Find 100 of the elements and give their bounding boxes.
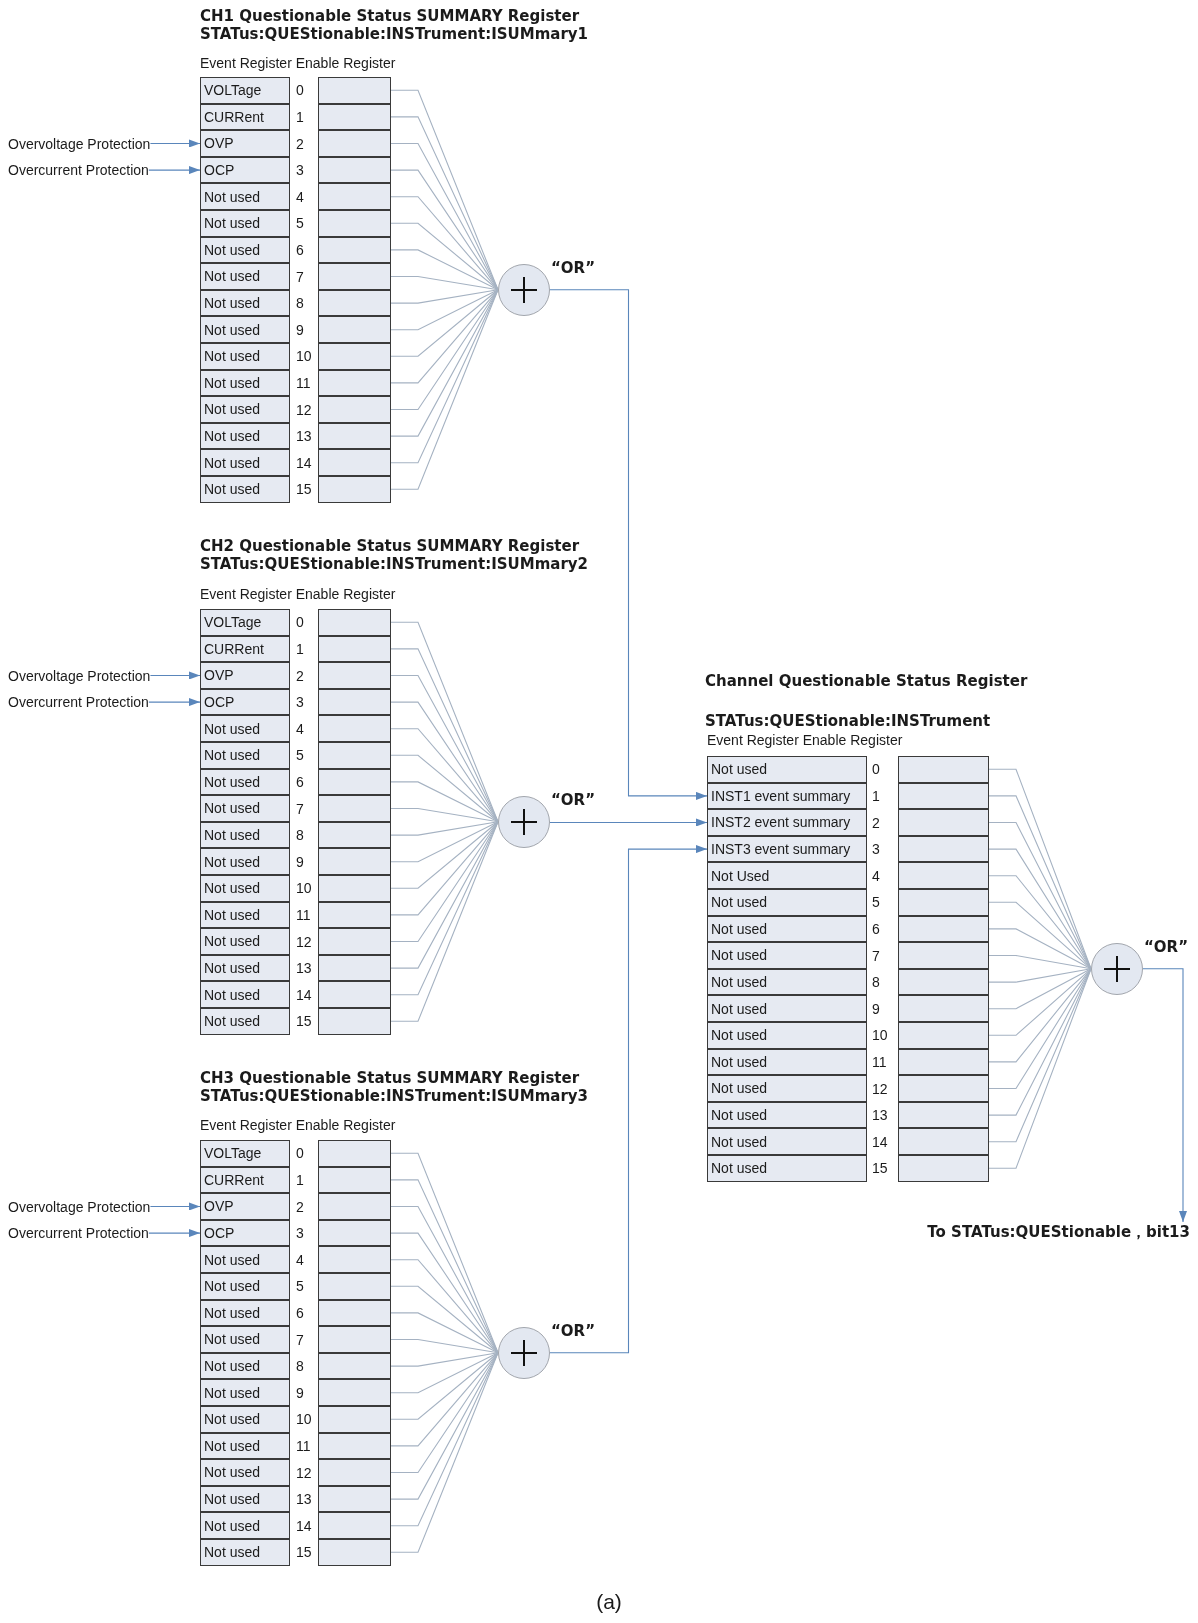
- bit-number: 13: [296, 1491, 312, 1508]
- enable-register-bit: [898, 1048, 989, 1076]
- connector-line: [390, 807, 499, 823]
- bit-number: 5: [296, 747, 304, 764]
- enable-register-bit: [318, 1379, 391, 1406]
- column-header: Event Register Enable Register: [200, 1117, 396, 1133]
- event-register-bit: Not used: [200, 1432, 290, 1460]
- enable-register-bit: [898, 1022, 989, 1049]
- event-register-bit: VOLTage: [200, 77, 290, 104]
- event-register-bit: Not used: [200, 289, 290, 317]
- event-register-bit: VOLTage: [200, 609, 290, 636]
- event-register-bit: Not used: [200, 742, 290, 769]
- arrow: [149, 671, 201, 680]
- bit-number: 0: [872, 761, 880, 778]
- enable-register-bit: [318, 1299, 391, 1327]
- connector-line: [390, 289, 499, 331]
- enable-register-bit: [898, 1155, 989, 1182]
- bit-number: 10: [296, 1411, 312, 1428]
- or-gate: [498, 263, 550, 316]
- enable-register-bit: [318, 156, 391, 184]
- bit-number: 3: [872, 841, 880, 858]
- signal-label: Overvoltage Protection: [8, 1198, 151, 1215]
- bit-number: 7: [296, 1331, 304, 1348]
- connector-line: [390, 289, 499, 357]
- connector-line: [390, 222, 499, 291]
- enable-register-bit: [898, 1128, 989, 1155]
- connector-line: [988, 954, 1092, 970]
- bit-number: 8: [872, 974, 880, 991]
- event-register-bit: CURRent: [200, 1166, 290, 1194]
- bit-number: 14: [296, 986, 312, 1003]
- enable-register-bit: [318, 289, 391, 317]
- event-register-bit: CURRent: [200, 635, 290, 663]
- event-register-bit: Not used: [707, 1075, 867, 1102]
- event-register-bit: Not used: [200, 422, 290, 450]
- event-register-bit: Not used: [200, 875, 290, 902]
- bit-number: 15: [296, 1544, 312, 1561]
- bit-number: 9: [296, 1384, 304, 1401]
- event-register-bit: Not used: [707, 756, 867, 783]
- enable-register-bit: [898, 889, 989, 916]
- event-register-bit: Not used: [200, 795, 290, 822]
- enable-register-bit: [318, 1219, 391, 1247]
- arrow: [1142, 968, 1187, 1223]
- register-command: STATus:QUEStionable:INSTrument:ISUMmary3: [200, 1087, 589, 1105]
- bit-number: 13: [872, 1107, 888, 1124]
- connector-line: [988, 968, 1092, 1063]
- event-register-bit: Not used: [200, 183, 290, 210]
- enable-register-bit: [318, 1326, 391, 1353]
- enable-register-bit: [898, 915, 989, 943]
- event-register-bit: Not used: [200, 1008, 290, 1035]
- event-register-bit: OVP: [200, 1193, 290, 1220]
- register-title: CH1 Questionable Status SUMMARY Register: [200, 7, 580, 25]
- bit-number: 12: [296, 1464, 312, 1481]
- bit-number: 6: [296, 241, 304, 258]
- register-title: Channel Questionable Status Register: [705, 672, 1028, 690]
- enable-register-bit: [318, 795, 391, 822]
- arrow: [549, 845, 708, 1354]
- enable-register-bit: [318, 635, 391, 663]
- bit-number: 10: [296, 880, 312, 897]
- bit-number: 11: [872, 1053, 887, 1070]
- column-header: Event Register Enable Register: [200, 586, 396, 602]
- event-register-bit: Not used: [200, 476, 290, 503]
- bit-number: 9: [872, 1000, 880, 1017]
- event-register-bit: Not used: [200, 1512, 290, 1539]
- event-register-bit: Not used: [707, 995, 867, 1022]
- event-register-bit: Not used: [200, 1273, 290, 1300]
- connector-line: [988, 968, 1092, 983]
- connector-line: [390, 249, 499, 291]
- event-register-bit: Not Used: [707, 862, 867, 889]
- signal-label: Overvoltage Protection: [8, 135, 151, 152]
- event-register-bit: CURRent: [200, 103, 290, 131]
- enable-register-bit: [318, 1193, 391, 1220]
- bit-number: 6: [872, 920, 880, 937]
- bit-number: 12: [872, 1080, 888, 1097]
- event-register-bit: Not used: [200, 449, 290, 476]
- bit-number: 1: [296, 108, 304, 125]
- connector-line: [988, 901, 1092, 970]
- event-register-bit: Not used: [200, 848, 290, 875]
- register-command: STATus:QUEStionable:INSTrument:ISUMmary1: [200, 25, 589, 43]
- enable-register-bit: [318, 210, 391, 237]
- enable-register-bit: [318, 449, 391, 476]
- arrow: [149, 139, 201, 148]
- enable-register-bit: [318, 236, 391, 264]
- enable-register-bit: [898, 782, 989, 810]
- event-register-bit: Not used: [200, 1406, 290, 1433]
- event-register-bit: Not used: [200, 369, 290, 397]
- bit-number: 11: [296, 906, 311, 923]
- enable-register-bit: [898, 835, 989, 863]
- enable-register-bit: [318, 183, 391, 210]
- enable-register-bit: [898, 862, 989, 889]
- enable-register-bit: [318, 821, 391, 849]
- bit-number: 7: [296, 268, 304, 285]
- event-register-bit: Not used: [707, 1101, 867, 1129]
- bit-number: 11: [296, 1437, 311, 1454]
- bit-number: 8: [296, 1358, 304, 1375]
- bit-number: 15: [296, 1013, 312, 1030]
- enable-register-bit: [318, 77, 391, 104]
- bit-number: 4: [296, 1251, 304, 1268]
- event-register-bit: Not used: [707, 942, 867, 969]
- bit-number: 2: [296, 135, 304, 152]
- event-register-bit: Not used: [200, 1379, 290, 1406]
